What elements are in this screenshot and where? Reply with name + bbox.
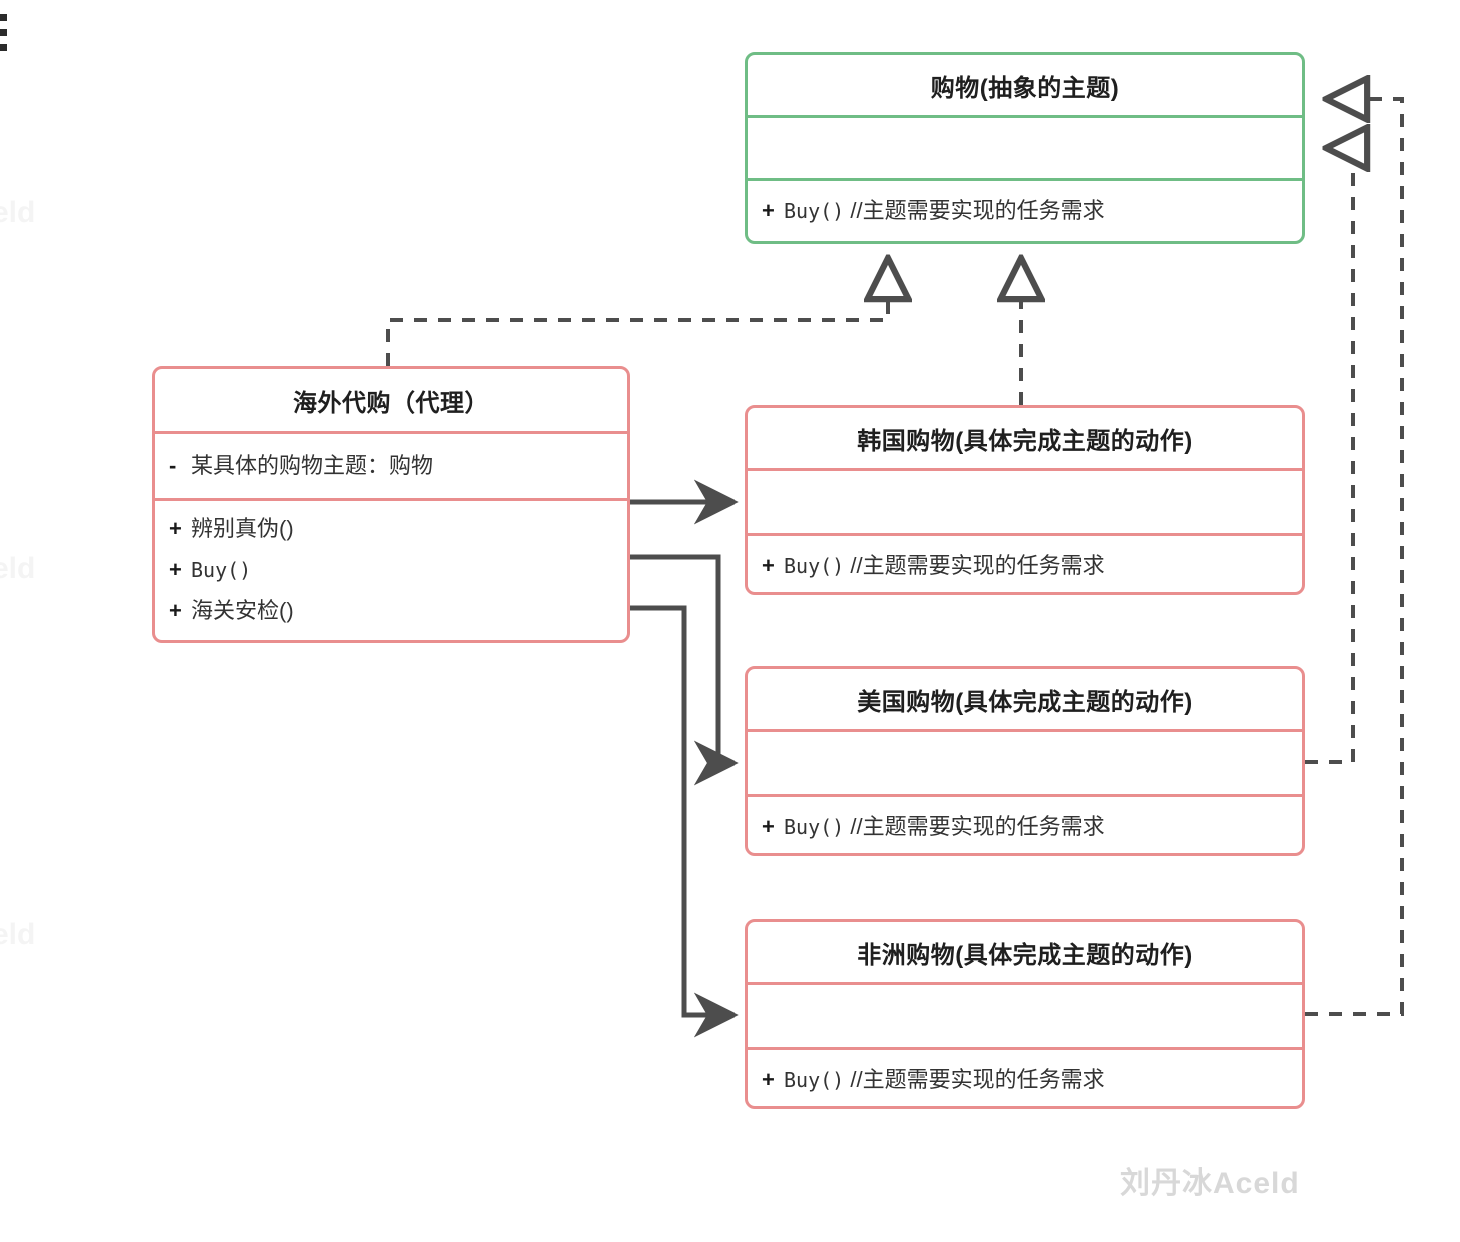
class-divider (748, 468, 1302, 471)
edge-proxy-uses-usa (630, 554, 739, 786)
class-operations-korea: + Buy() //主题需要实现的任务需求 (748, 536, 1302, 592)
edge-proxy-realizes-subject (386, 258, 888, 366)
edge-usa-realizes-subject (1305, 148, 1353, 764)
edge-proxy-uses-africa (630, 605, 739, 1038)
class-operations-subject: + Buy() //主题需要实现的任务需求 (748, 181, 1302, 241)
watermark: 刘丹冰Aceld (1120, 1167, 1300, 1200)
operation-comment: //主题需要实现的任务需求 (850, 552, 1105, 578)
visibility-marker: + (762, 552, 775, 578)
class-divider (155, 431, 627, 434)
class-box-proxy[interactable]: 海外代购（代理） -某具体的购物主题：购物 + 辨别真伪() + Buy() + 海关… (152, 366, 630, 643)
class-title-korea: 韩国购物(具体完成主题的动作) (857, 427, 1193, 455)
class-divider (748, 794, 1302, 797)
class-divider (748, 1047, 1302, 1050)
operation-row: + Buy() (169, 550, 613, 591)
attribute-row: -某具体的购物主题：购物 (169, 446, 613, 487)
corner-dot-marks (0, 14, 8, 60)
class-divider (748, 982, 1302, 985)
visibility-marker: + (169, 516, 182, 542)
class-attributes-africa (748, 985, 1302, 1047)
class-divider (748, 115, 1302, 118)
operation-row: + Buy() //主题需要实现的任务需求 (762, 191, 1288, 232)
class-box-korea[interactable]: 韩国购物(具体完成主题的动作) + Buy() //主题需要实现的任务需求 (745, 405, 1305, 595)
operation-comment: //主题需要实现的任务需求 (850, 813, 1105, 839)
operation-comment: //主题需要实现的任务需求 (850, 197, 1105, 223)
operation-signature: Buy() (784, 1067, 845, 1092)
visibility-marker: + (762, 813, 775, 839)
operation-row: + Buy() //主题需要实现的任务需求 (762, 807, 1288, 848)
class-divider (748, 178, 1302, 181)
visibility-marker: + (762, 1066, 775, 1092)
visibility-marker: - (169, 452, 177, 478)
operation-signature: 辨别真伪() (191, 516, 294, 542)
visibility-marker: + (169, 557, 182, 583)
operation-signature: Buy() (784, 814, 845, 839)
class-box-subject[interactable]: 购物(抽象的主题) + Buy() //主题需要实现的任务需求 (745, 52, 1305, 244)
operation-signature: Buy() (784, 553, 845, 578)
class-operations-usa: + Buy() //主题需要实现的任务需求 (748, 797, 1302, 853)
operation-signature: 海关安检() (191, 597, 294, 623)
edge-watermark: eld (0, 918, 36, 951)
operation-comment: //主题需要实现的任务需求 (850, 1066, 1105, 1092)
operation-row: + 辨别真伪() (169, 509, 613, 550)
attribute-signature: 某具体的购物主题：购物 (191, 452, 434, 478)
class-box-usa[interactable]: 美国购物(具体完成主题的动作) + Buy() //主题需要实现的任务需求 (745, 666, 1305, 856)
class-title-subject: 购物(抽象的主题) (930, 74, 1120, 102)
operation-signature: Buy() (191, 558, 252, 583)
class-attributes-subject (748, 118, 1302, 178)
class-operations-proxy: + 辨别真伪() + Buy() + 海关安检() (155, 501, 627, 640)
class-box-africa[interactable]: 非洲购物(具体完成主题的动作) + Buy() //主题需要实现的任务需求 (745, 919, 1305, 1109)
operation-row: + Buy() //主题需要实现的任务需求 (762, 1060, 1288, 1101)
class-operations-africa: + Buy() //主题需要实现的任务需求 (748, 1050, 1302, 1106)
edge-watermark: eld (0, 552, 36, 585)
operation-signature: Buy() (784, 198, 845, 223)
class-title-proxy: 海外代购（代理） (293, 389, 489, 417)
class-divider (748, 729, 1302, 732)
class-attributes-korea (748, 471, 1302, 533)
operation-row: + 海关安检() (169, 591, 613, 632)
edge-watermark: eld (0, 196, 36, 229)
class-attributes-proxy: -某具体的购物主题：购物 (155, 434, 627, 498)
class-divider (155, 498, 627, 501)
class-title-africa: 非洲购物(具体完成主题的动作) (857, 941, 1193, 969)
visibility-marker: + (169, 597, 182, 623)
edge-africa-realizes-subject (1305, 99, 1404, 1016)
class-title-usa: 美国购物(具体完成主题的动作) (857, 688, 1193, 716)
class-divider (748, 533, 1302, 536)
visibility-marker: + (762, 197, 775, 223)
class-attributes-usa (748, 732, 1302, 794)
operation-row: + Buy() //主题需要实现的任务需求 (762, 546, 1288, 587)
